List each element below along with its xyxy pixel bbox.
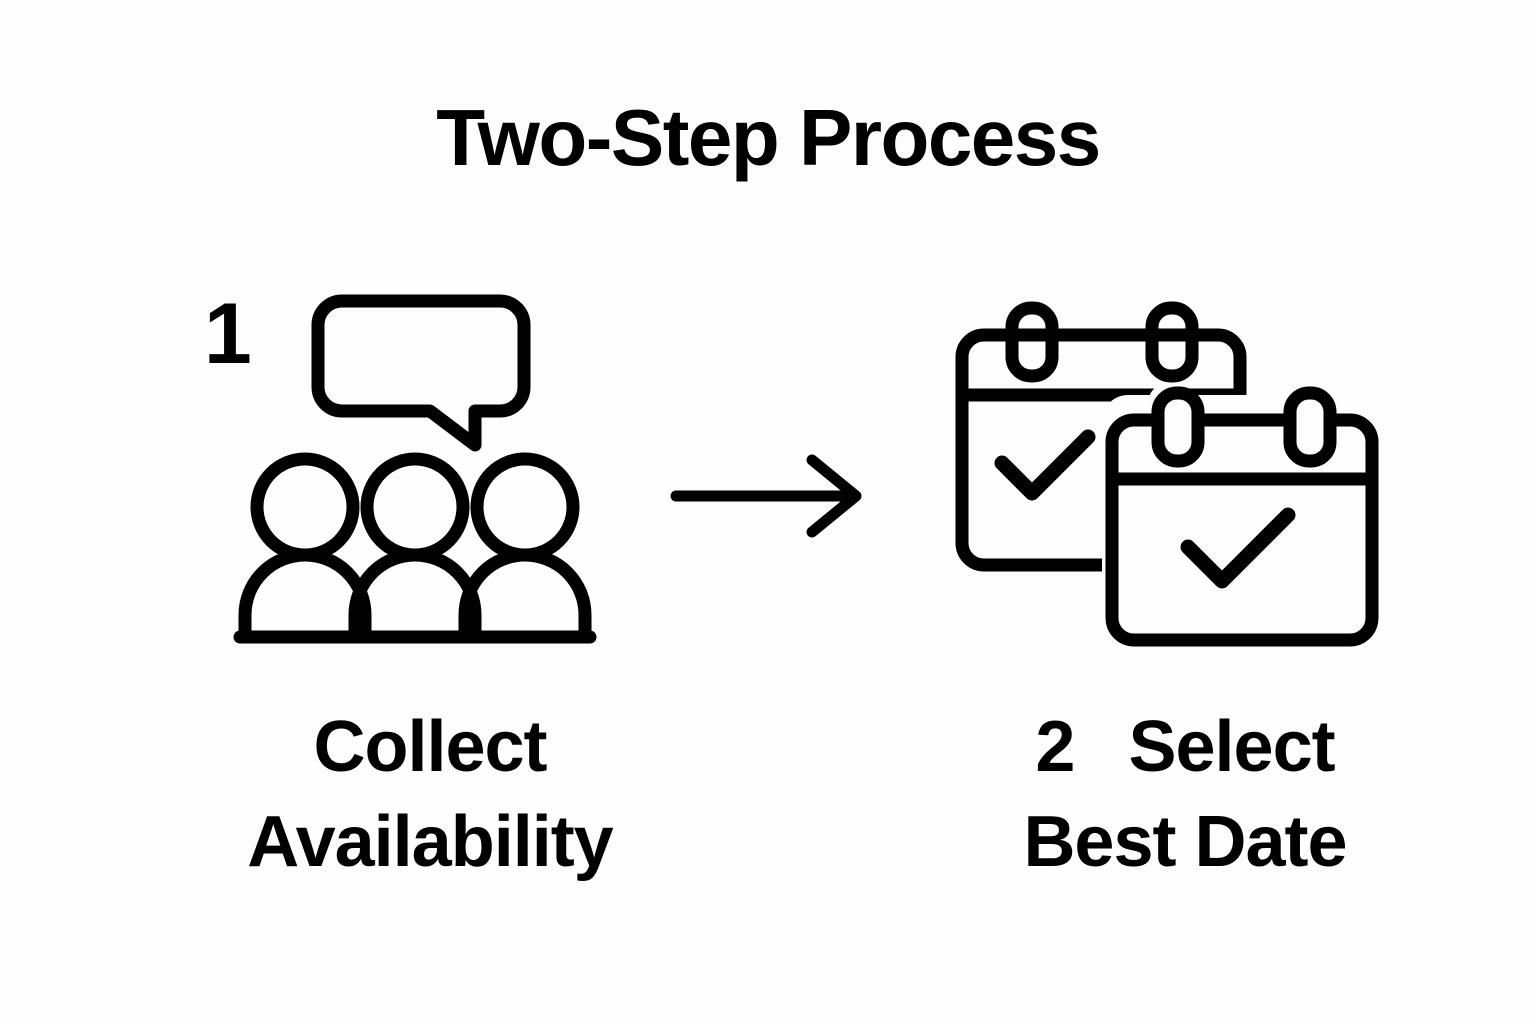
step-1-caption: Collect Availability (150, 700, 710, 890)
step-1-group: 1 (190, 285, 670, 655)
step-2-caption-line-1: Select (1128, 707, 1335, 787)
calendar-back-check-icon (994, 429, 1096, 501)
step-2-number: 2 (1035, 707, 1075, 787)
page-title: Two-Step Process (436, 93, 1101, 182)
step-1-icon-area: 1 (190, 285, 670, 655)
step-1-caption-line-2: Availability (247, 802, 613, 882)
step-2-group (930, 285, 1430, 655)
calendar-front-check-icon (1180, 507, 1296, 589)
people-with-speech-bubble-icon (233, 294, 597, 644)
step-connector (660, 450, 880, 555)
step-2-caption-line-1-wrap: 2 Select (905, 700, 1465, 795)
calendar-front (1105, 386, 1379, 647)
step-1-number: 1 (204, 286, 252, 382)
step-2-caption: 2 Select Best Date (905, 700, 1465, 890)
step-2-caption-line-2: Best Date (1023, 802, 1347, 882)
right-arrow-icon (670, 454, 862, 538)
step-1-caption-line-1: Collect (313, 707, 547, 787)
two-calendars-with-checkmarks-icon (955, 301, 1379, 647)
step-2-icon-area (930, 285, 1430, 655)
